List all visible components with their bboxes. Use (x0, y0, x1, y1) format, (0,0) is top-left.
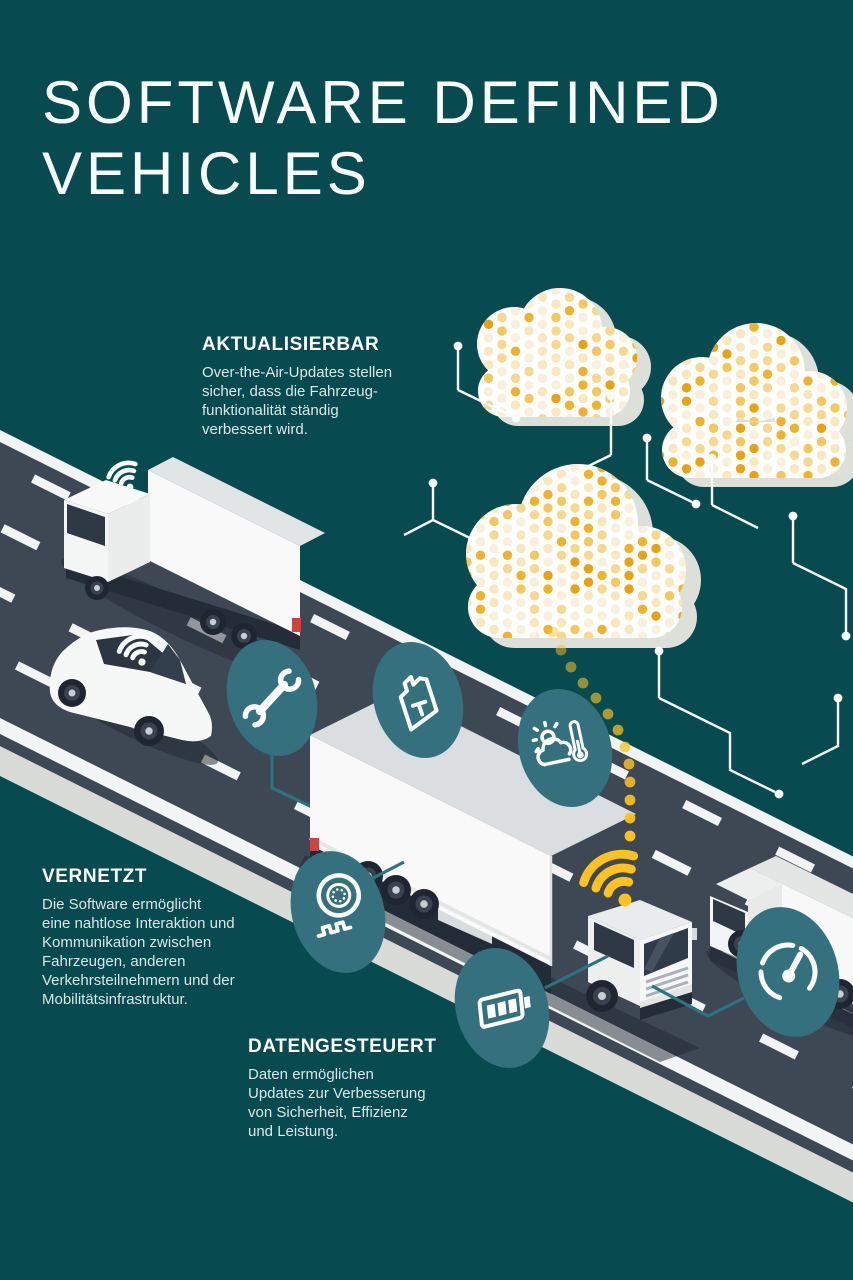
title-line2: VEHICLES (42, 139, 371, 207)
data-clouds (466, 288, 853, 648)
section-datengesteuert: DATENGESTEUERT Daten ermöglichen Updates… (248, 1036, 488, 1141)
truck-large-cab (586, 900, 697, 1020)
oil-badge (372, 642, 464, 758)
tire-badge (290, 851, 386, 973)
data-cloud-icon (661, 323, 853, 487)
section-heading: AKTUALISIERBAR (202, 334, 380, 355)
tire-icon (316, 873, 362, 938)
data-cloud-icon (477, 288, 651, 426)
speedometer-badge (736, 907, 840, 1037)
battery-connector (544, 954, 609, 990)
page-title: SOFTWARE DEFINED VEHICLES (42, 68, 724, 210)
speedometer-connector (651, 984, 745, 1018)
section-body: Daten ermöglichen Updates zur Verbesseru… (248, 1066, 426, 1141)
title-line1: SOFTWARE DEFINED (42, 69, 724, 137)
truck-small (61, 457, 325, 679)
truck-small-window (67, 504, 105, 546)
van-window (713, 899, 745, 936)
data-stream-dots (547, 626, 636, 842)
climate-thermometer-icon (531, 720, 589, 767)
circuit-lines (403, 350, 848, 794)
wrench-icon (242, 668, 302, 728)
section-body: Over-the-Air-Updates stellen sicher, das… (202, 364, 393, 439)
trailer-side (310, 735, 551, 966)
truck-small-wheels (85, 576, 257, 649)
feature-badges (226, 640, 840, 1068)
section-heading: DATENGESTEUERT (248, 1036, 437, 1057)
data-cloud-icon (466, 464, 701, 648)
speedometer-icon (758, 942, 818, 1002)
battery-badge (454, 948, 550, 1068)
section-vernetzt: VERNETZT Die Software ermöglicht eine na… (42, 866, 292, 1009)
battery-icon (477, 988, 531, 1029)
car (49, 627, 218, 765)
oil-canister-icon (398, 674, 439, 732)
wrench-badge (226, 640, 318, 756)
section-body: Die Software ermöglicht eine nahtlose In… (42, 896, 235, 1009)
circuit-nodes (428, 341, 851, 799)
climate-badge (517, 688, 613, 808)
section-aktualisierbar: AKTUALISIERBAR Over-the-Air-Updates stel… (202, 334, 442, 439)
road-curb (0, 746, 853, 1203)
section-heading: VERNETZT (42, 866, 148, 887)
